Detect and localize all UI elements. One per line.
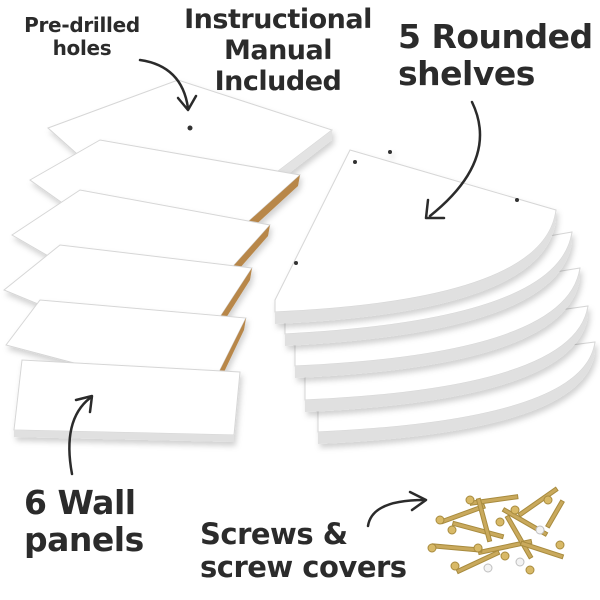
screws-arrow-icon bbox=[366, 490, 428, 528]
panels-arrow-icon bbox=[68, 394, 94, 476]
screws-callout: Screws & screw covers bbox=[200, 518, 440, 584]
panels-line-2: panels bbox=[24, 520, 144, 559]
manual-included-callout: Instructional Manual Included bbox=[168, 4, 388, 97]
manual-line-3: Included bbox=[214, 66, 342, 97]
manual-line-1: Instructional bbox=[184, 4, 372, 35]
predrilled-line-2: holes bbox=[52, 36, 112, 60]
panels-line-1: 6 Wall bbox=[24, 483, 136, 522]
predrilled-holes-callout: Pre-drilled holes bbox=[12, 14, 152, 60]
screws-line-2: screw covers bbox=[200, 550, 407, 584]
predrilled-line-1: Pre-drilled bbox=[24, 13, 140, 37]
wall-panel bbox=[13, 359, 241, 442]
shelves-line-2: shelves bbox=[398, 54, 535, 93]
shelves-arrow-icon bbox=[424, 100, 482, 220]
screws-line-1: Screws & bbox=[200, 517, 348, 551]
rounded-shelves-callout: 5 Rounded shelves bbox=[398, 18, 598, 92]
wall-panels-stack bbox=[3, 79, 334, 442]
manual-line-2: Manual bbox=[223, 35, 333, 66]
wall-panels-callout: 6 Wall panels bbox=[24, 484, 184, 558]
shelves-line-1: 5 Rounded bbox=[398, 17, 593, 56]
screws-pile bbox=[427, 486, 565, 575]
rounded-shelves-stack bbox=[274, 149, 596, 444]
predrilled-arrow-icon bbox=[138, 58, 198, 112]
rounded-shelf bbox=[274, 149, 557, 324]
